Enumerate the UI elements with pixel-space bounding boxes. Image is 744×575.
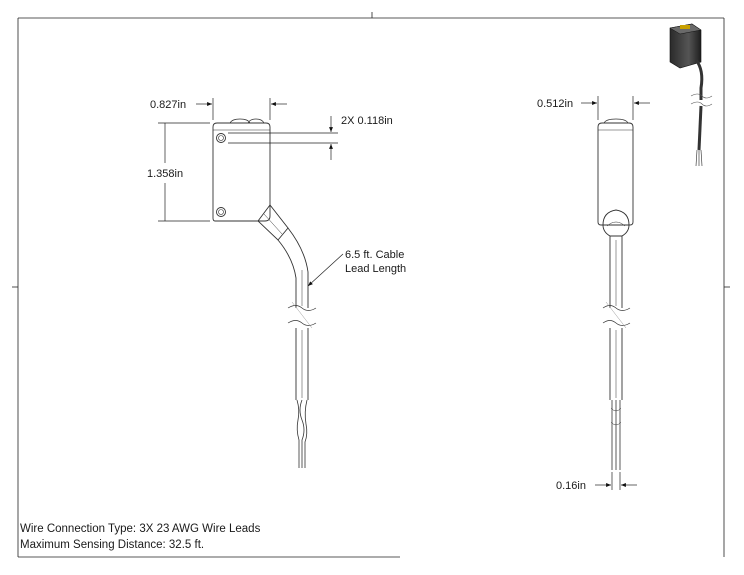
front-view-body <box>212 122 271 222</box>
front-cable-boot <box>257 204 289 241</box>
side-cable <box>609 236 623 308</box>
front-cable <box>277 227 309 308</box>
mounting-hole-top <box>216 133 226 143</box>
dim-wire-pitch: 0.16in <box>556 480 586 492</box>
side-cable-boot <box>602 209 630 237</box>
side-dimension-lines <box>581 96 650 490</box>
dim-hole-dia: 2X 0.118in <box>341 115 393 127</box>
cable-callout-line2: Lead Length <box>345 263 406 275</box>
front-view <box>212 118 317 468</box>
isometric-thumbnail <box>669 23 713 167</box>
dim-front-height: 1.358in <box>147 168 183 180</box>
dim-side-width: 0.512in <box>537 98 573 110</box>
mounting-hole-bottom <box>216 207 226 217</box>
wire-connection-note: Wire Connection Type: 3X 23 AWG Wire Lea… <box>20 523 261 535</box>
frame-ticks <box>12 12 730 288</box>
sensing-distance-note: Maximum Sensing Distance: 32.5 ft. <box>20 539 205 551</box>
side-view-body <box>597 122 634 226</box>
dim-front-width: 0.827in <box>150 99 186 111</box>
drawing-border <box>17 17 725 558</box>
front-dimension-lines <box>158 98 344 287</box>
cable-callout-line1: 6.5 ft. Cable <box>345 249 404 261</box>
side-view <box>597 118 634 470</box>
